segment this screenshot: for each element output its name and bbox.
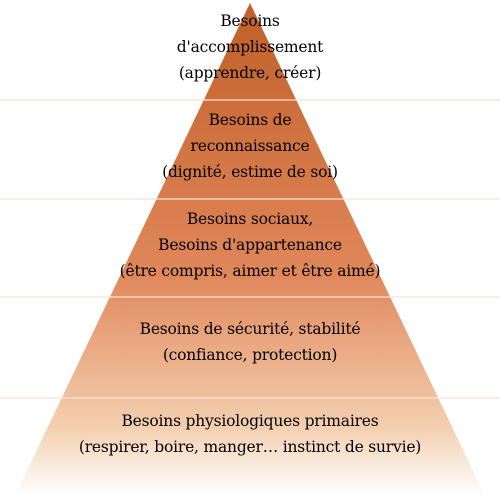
pyramid-body <box>15 3 485 496</box>
level-4-line-2: (confiance, protection) <box>162 346 338 364</box>
level-2-line-3: (dignité, estime de soi) <box>162 163 338 181</box>
level-4-security: Besoins de sécurité, stabilité (confianc… <box>0 316 500 368</box>
level-1-line-2: d'accomplissement <box>176 38 324 56</box>
level-2-recognition: Besoins de reconnaissance (dignité, esti… <box>0 107 500 185</box>
level-1-line-3: (apprendre, créer) <box>178 64 322 82</box>
level-1-accomplishment: Besoins d'accomplissement (apprendre, cr… <box>0 8 500 86</box>
level-3-line-3: (être compris, aimer et être aimé) <box>119 262 381 280</box>
level-5-physiological: Besoins physiologiques primaires (respir… <box>0 408 500 460</box>
level-4-line-1: Besoins de sécurité, stabilité <box>139 320 361 338</box>
level-5-line-2: (respirer, boire, manger… instinct de su… <box>78 438 422 456</box>
level-3-line-2: Besoins d'appartenance <box>158 236 342 254</box>
level-5-line-1: Besoins physiologiques primaires <box>121 412 379 430</box>
level-3-social: Besoins sociaux, Besoins d'appartenance … <box>0 206 500 284</box>
level-1-line-1: Besoins <box>220 12 280 30</box>
level-3-line-1: Besoins sociaux, <box>186 210 314 228</box>
level-2-line-2: reconnaissance <box>190 137 310 155</box>
level-2-line-1: Besoins de <box>208 111 292 129</box>
